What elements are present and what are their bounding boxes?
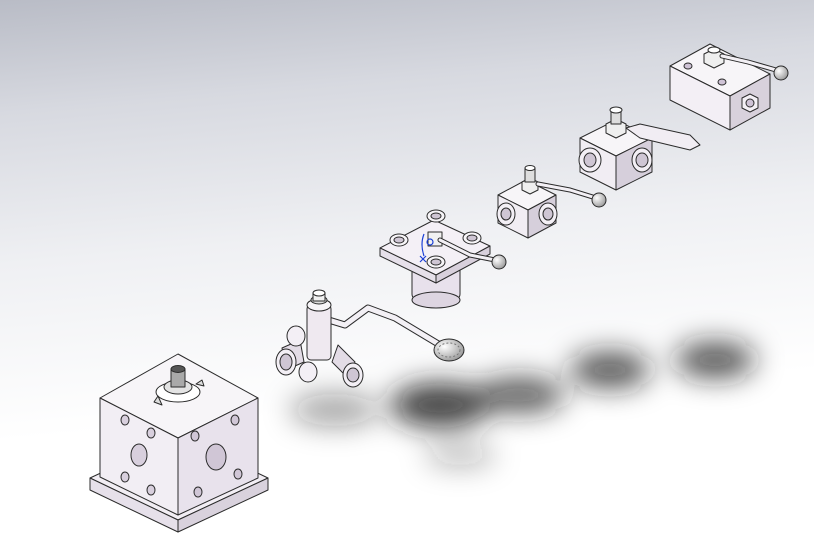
medium-block-valve[interactable] — [578, 106, 701, 191]
flanged-ball-valve[interactable] — [379, 209, 507, 309]
three-way-ball-valve[interactable] — [275, 289, 465, 388]
large-manifold-block[interactable] — [89, 353, 269, 533]
small-block-valve[interactable] — [496, 165, 607, 239]
rectangular-manifold[interactable] — [669, 43, 789, 131]
selection-marker — [419, 233, 434, 263]
floor-shadows — [290, 342, 755, 467]
